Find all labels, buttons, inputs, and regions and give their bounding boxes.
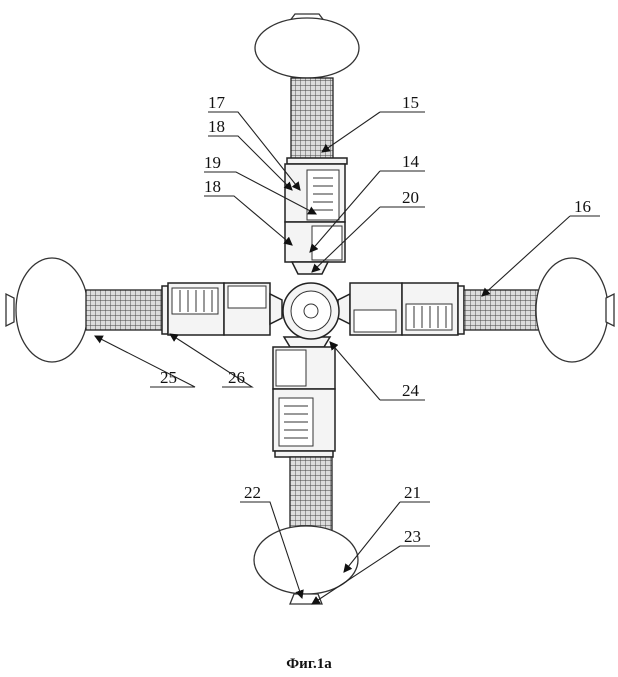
bottom-arm [253, 336, 359, 605]
left-truss [85, 289, 163, 331]
label-14: 14 [402, 152, 420, 171]
right-cap [605, 292, 615, 328]
left-balloon [15, 257, 89, 363]
bottom-truss [289, 456, 333, 533]
top-truss [290, 77, 334, 161]
central-hub [282, 282, 340, 340]
label-26: 26 [228, 368, 245, 387]
label-15: 15 [402, 93, 419, 112]
label-21: 21 [404, 483, 421, 502]
right-truss [463, 289, 541, 331]
top-arm [254, 13, 360, 275]
label-23: 23 [404, 527, 421, 546]
right-arm [337, 257, 615, 363]
label-20: 20 [402, 188, 419, 207]
right-balloon [535, 257, 609, 363]
bottom-cap [289, 593, 323, 605]
left-arm [5, 257, 283, 363]
figure-caption: Фиг.1а [286, 656, 332, 672]
label-18-lower: 18 [204, 177, 221, 196]
top-balloon [254, 17, 360, 79]
label-22: 22 [244, 483, 261, 502]
leader-lines [94, 111, 600, 604]
label-24: 24 [402, 381, 420, 400]
left-cap [5, 292, 15, 328]
label-18-upper: 18 [208, 117, 225, 136]
label-17: 17 [208, 93, 226, 112]
label-19: 19 [204, 153, 221, 172]
label-25: 25 [160, 368, 177, 387]
label-16: 16 [574, 197, 591, 216]
